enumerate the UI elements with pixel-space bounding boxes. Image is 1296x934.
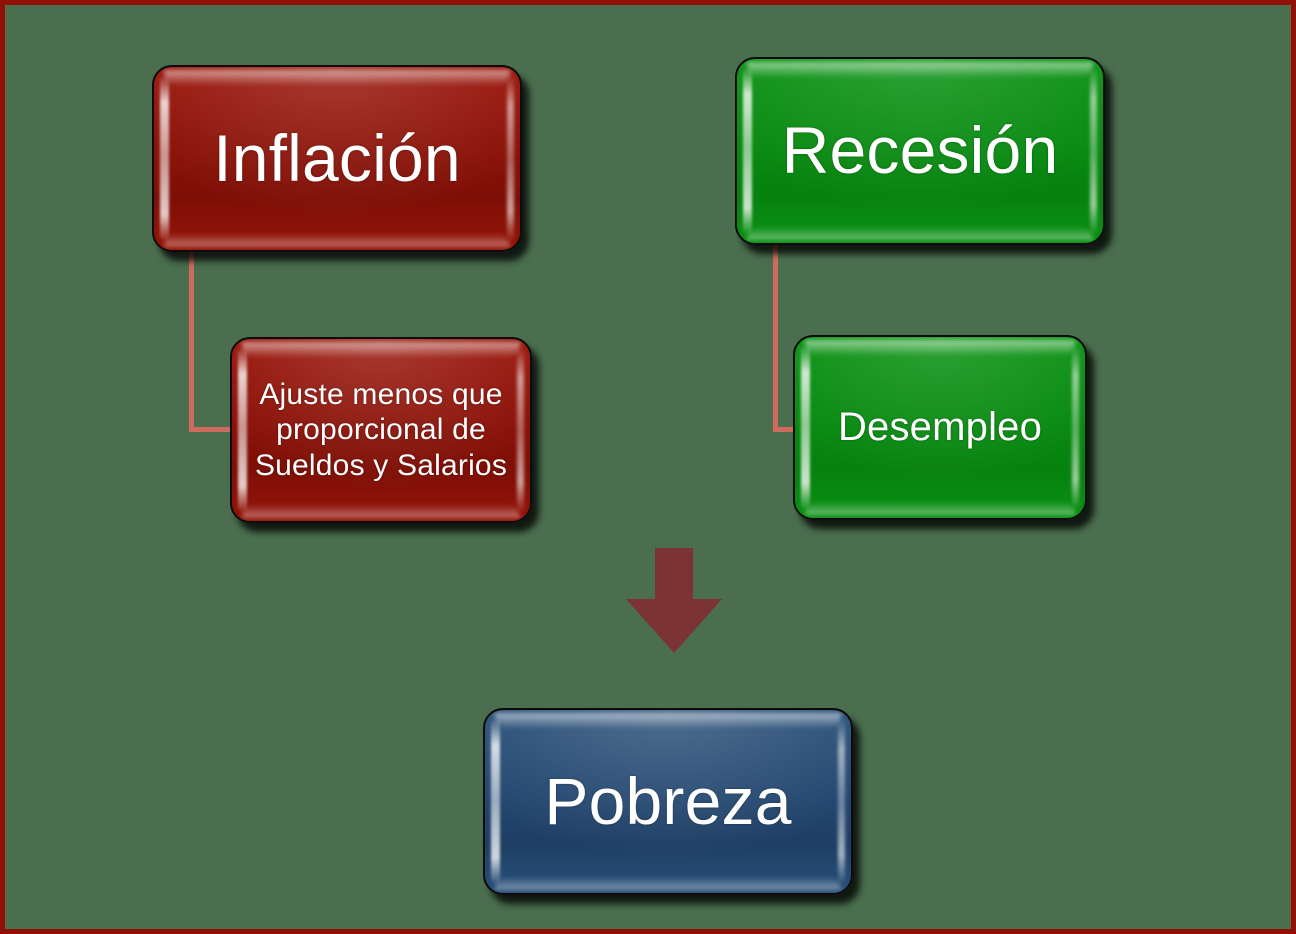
gloss-highlight-bottom [164, 233, 510, 247]
gloss-highlight-top [242, 342, 520, 358]
node-recesion-label: Recesión [781, 113, 1059, 188]
node-recesion[interactable]: Recesión [735, 57, 1105, 245]
connector-inflacion-to-ajuste-horizontal [189, 427, 233, 432]
node-desempleo-label: Desempleo [837, 405, 1043, 450]
node-desempleo[interactable]: Desempleo [793, 335, 1087, 520]
connector-recesion-to-desempleo-vertical [773, 245, 778, 432]
node-inflacion[interactable]: Inflación [152, 65, 522, 252]
connector-inflacion-to-ajuste-vertical [189, 252, 194, 432]
gloss-highlight-bottom [747, 226, 1093, 240]
gloss-highlight-top [164, 70, 510, 86]
gloss-highlight-top [495, 713, 841, 729]
node-inflacion-label: Inflación [213, 120, 461, 195]
gloss-highlight-bottom [242, 504, 520, 518]
node-ajuste-sueldos-salarios-label: Ajuste menos que proporcional de Sueldos… [254, 377, 508, 482]
gloss-highlight-bottom [805, 501, 1075, 515]
node-pobreza[interactable]: Pobreza [483, 708, 853, 895]
arrow-down-to-pobreza [625, 548, 723, 654]
node-pobreza-label: Pobreza [544, 763, 792, 838]
node-ajuste-sueldos-salarios[interactable]: Ajuste menos que proporcional de Sueldos… [230, 337, 532, 523]
connector-recesion-to-desempleo-horizontal [773, 427, 797, 432]
gloss-highlight-top [805, 340, 1075, 356]
gloss-highlight-top [747, 62, 1093, 78]
gloss-highlight-bottom [495, 876, 841, 890]
